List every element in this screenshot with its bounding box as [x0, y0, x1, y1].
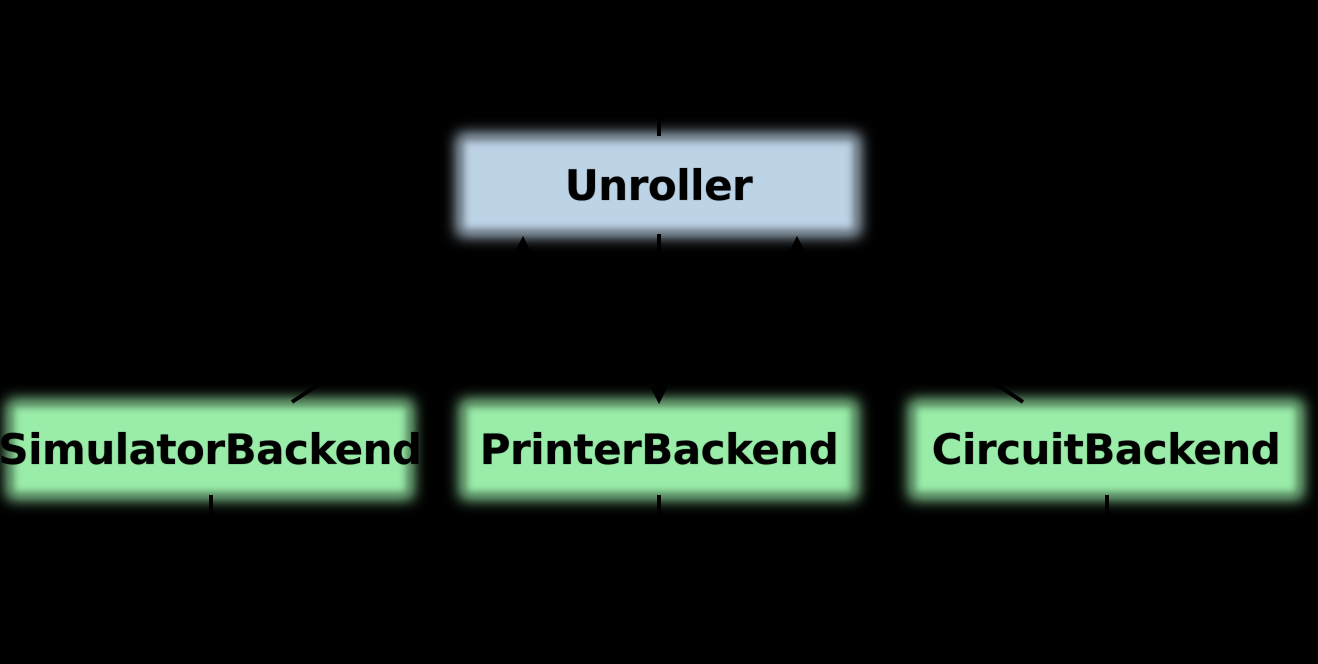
node-circuit-backend: CircuitBackend	[912, 403, 1300, 496]
node-circuit-backend-box	[912, 403, 1300, 496]
edge-circuit-to-unroller	[794, 248, 1025, 404]
node-printer-backend-box	[463, 403, 855, 496]
node-circuit-backend-label: CircuitBackend	[931, 425, 1281, 474]
node-printer-backend-label: PrinterBackend	[479, 425, 839, 474]
node-unroller: Unroller	[460, 137, 857, 233]
node-unroller-label: Unroller	[564, 160, 753, 210]
node-simulator-backend-box	[10, 403, 410, 496]
arrowhead-simulator-to-unroller	[514, 235, 532, 254]
edge-simulator-to-unroller	[290, 248, 524, 404]
node-simulator-backend-label: SimulatorBackend	[0, 425, 422, 474]
arrowhead-unroller-to-printer	[650, 386, 668, 405]
node-printer-backend: PrinterBackend	[463, 403, 855, 496]
arrowhead-circuit-to-unroller	[788, 235, 806, 254]
node-unroller-box	[460, 137, 857, 233]
node-simulator-backend: SimulatorBackend	[0, 403, 422, 496]
